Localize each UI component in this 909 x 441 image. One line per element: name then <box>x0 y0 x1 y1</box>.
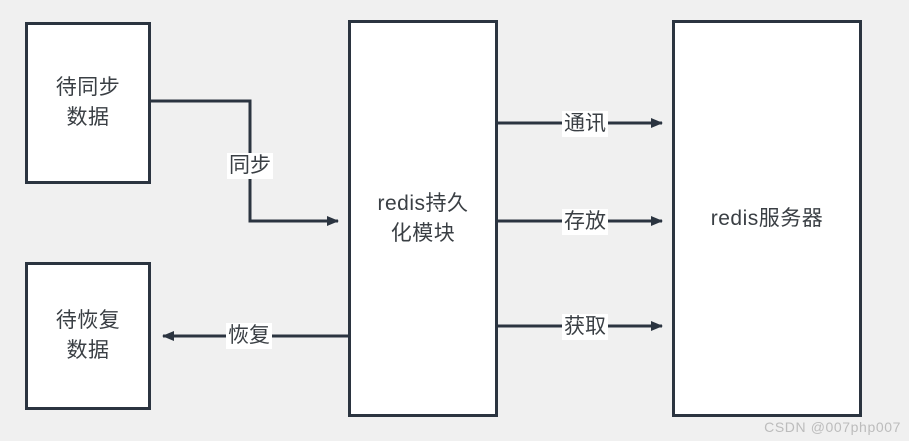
node-pending-sync-data[interactable]: 待同步 数据 <box>25 22 151 184</box>
edge-label-restore: 恢复 <box>226 323 272 349</box>
node-label: 待同步 数据 <box>55 76 121 129</box>
node-pending-restore-data[interactable]: 待恢复 数据 <box>25 262 151 410</box>
node-label: 待恢复 数据 <box>55 309 121 362</box>
node-redis-server[interactable]: redis服务器 <box>672 20 862 417</box>
edge-label-fetch: 获取 <box>562 314 608 340</box>
node-label: redis持久 化模块 <box>377 191 469 245</box>
node-redis-persistence-module[interactable]: redis持久 化模块 <box>348 20 498 417</box>
node-label: redis服务器 <box>710 206 824 230</box>
edge-label-comm: 通讯 <box>562 111 608 137</box>
edge-label-store: 存放 <box>562 209 608 235</box>
edge-label-sync: 同步 <box>227 153 273 179</box>
watermark-text: CSDN @007php007 <box>764 419 901 435</box>
